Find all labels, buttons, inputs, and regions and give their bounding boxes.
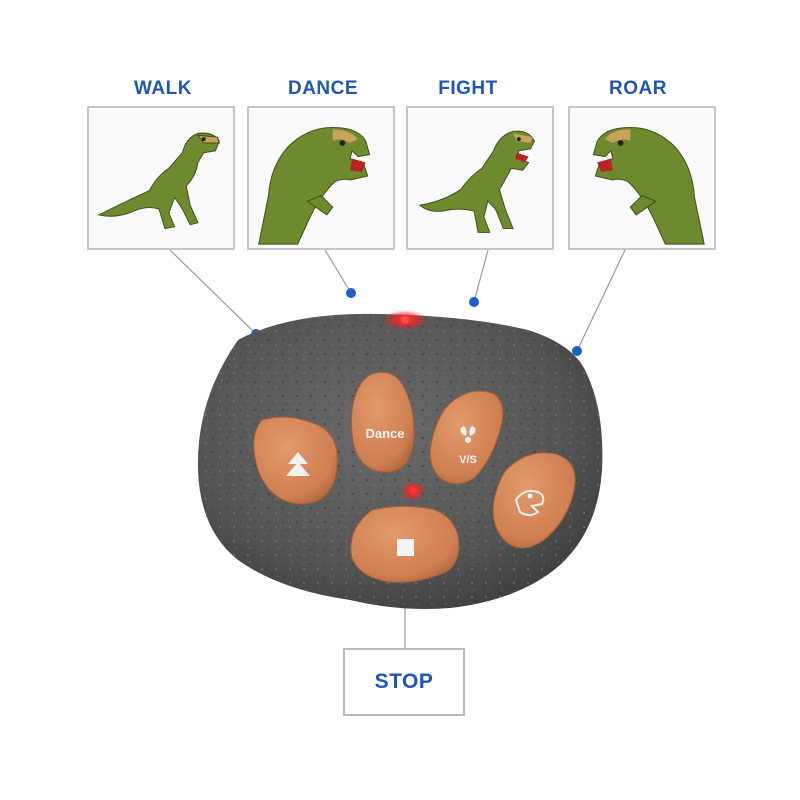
dance-label: DANCE bbox=[287, 78, 359, 99]
stop-button[interactable] bbox=[350, 505, 460, 583]
fight-label: FIGHT bbox=[438, 78, 498, 99]
fight-button[interactable]: V/S bbox=[429, 390, 504, 485]
up-arrow-icon bbox=[286, 452, 310, 476]
dance-image-panel bbox=[247, 106, 395, 250]
square-stop-icon bbox=[397, 539, 414, 556]
dance-button[interactable]: Dance bbox=[350, 371, 415, 473]
fighting-dinosaur-image bbox=[418, 130, 535, 233]
roar-callout-dot bbox=[572, 346, 582, 356]
roar-button[interactable] bbox=[492, 452, 576, 549]
roar-label: ROAR bbox=[609, 78, 667, 99]
stop-label-box: STOP bbox=[343, 648, 465, 716]
dance-button-label: Dance bbox=[365, 426, 404, 441]
dancing-dinosaur-image bbox=[258, 126, 371, 245]
stop-label: STOP bbox=[374, 670, 434, 693]
walk-image-panel bbox=[87, 106, 235, 250]
dino-head-icon bbox=[514, 490, 545, 516]
fight-callout-dot bbox=[469, 297, 479, 307]
roar-image-panel bbox=[568, 106, 716, 250]
walk-button[interactable] bbox=[253, 416, 338, 505]
fight-image-panel bbox=[406, 106, 554, 250]
walking-dinosaur-image bbox=[97, 132, 221, 230]
walk-label: WALK bbox=[134, 78, 192, 99]
roaring-dinosaur-image bbox=[592, 126, 705, 245]
fight-button-label: V/S bbox=[459, 454, 477, 466]
fight-icon bbox=[460, 426, 476, 443]
dance-callout-dot bbox=[346, 288, 356, 298]
